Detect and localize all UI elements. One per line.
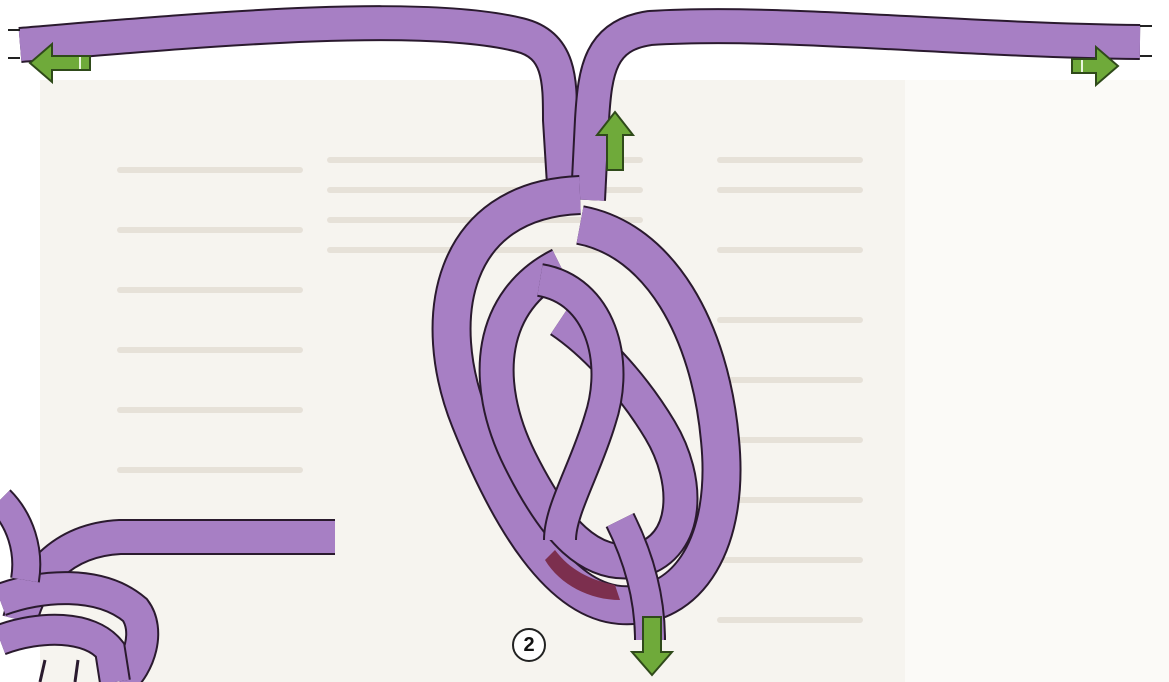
background-page-edge [905,80,1169,682]
step-number-badge: 2 [512,628,546,662]
